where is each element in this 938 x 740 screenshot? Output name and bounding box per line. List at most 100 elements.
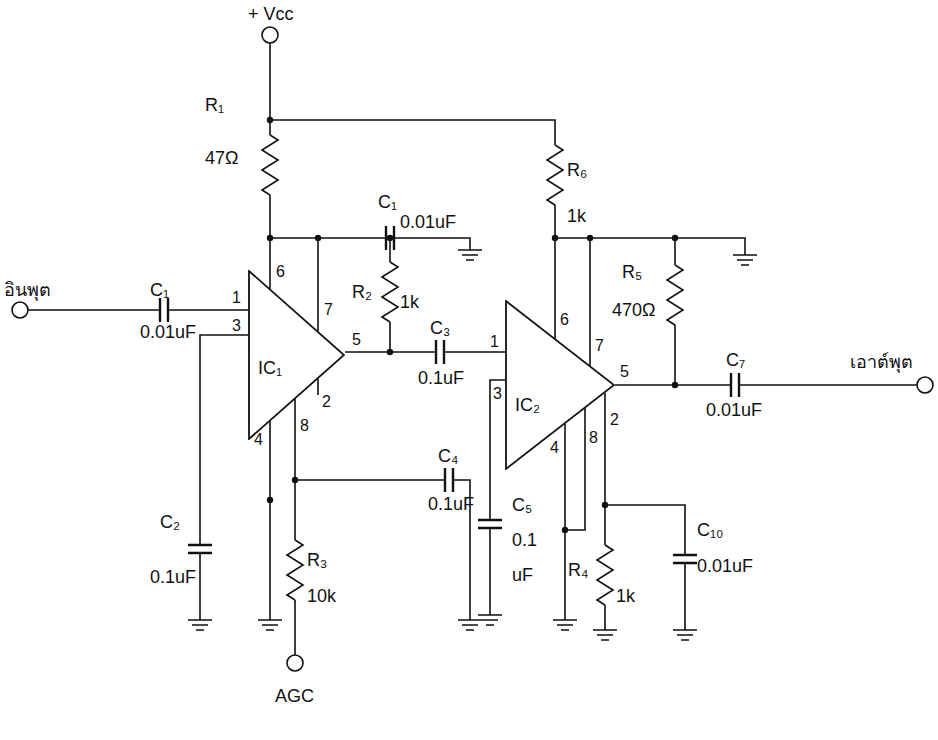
- capacitor-symbol: [478, 520, 502, 528]
- component-label: 0.01uF: [140, 322, 196, 342]
- ground-symbol: [553, 620, 577, 630]
- component-label: C₁: [150, 280, 169, 300]
- ground-symbol: [458, 250, 482, 260]
- pin-number: 4: [254, 430, 263, 450]
- component-label: 0.1uF: [418, 368, 464, 388]
- pin-number: 3: [493, 384, 502, 404]
- component-label: R₁: [205, 95, 224, 115]
- component-label: 470Ω: [612, 300, 656, 320]
- component-label: 0.1: [512, 530, 537, 550]
- component-label: AGC: [275, 686, 314, 706]
- capacitor-symbol: [436, 340, 444, 364]
- resistor-symbol: [287, 540, 303, 600]
- component-label: C₁: [378, 192, 397, 212]
- capacitor-symbol: [731, 373, 739, 397]
- component-label: R₄: [568, 560, 588, 580]
- component-label: C₁₀: [697, 520, 724, 540]
- capacitor-symbol: [673, 555, 697, 563]
- component-label: 1k: [400, 292, 419, 312]
- pin-number: 6: [276, 262, 285, 282]
- pin-number: 7: [595, 336, 604, 356]
- ic-label: IC₁: [258, 358, 282, 378]
- component-label: R₅: [622, 262, 642, 282]
- junction-dot: [672, 382, 678, 388]
- ground-symbol: [258, 620, 282, 630]
- component-label: อินพุต: [4, 280, 51, 300]
- pin-number: 2: [610, 410, 619, 430]
- terminal-circle: [12, 302, 28, 318]
- junction-dot: [267, 235, 273, 241]
- component-label: 0.1uF: [150, 567, 196, 587]
- component-label: 0.1uF: [428, 494, 474, 514]
- triangle-outline: [248, 270, 345, 440]
- triangle-shape: [506, 301, 614, 469]
- resistor-symbol: [382, 262, 398, 322]
- junction-dot: [292, 477, 298, 483]
- junction-dot: [587, 235, 593, 241]
- ic-label: IC₂: [515, 395, 540, 415]
- component-label: uF: [512, 565, 533, 585]
- wire: [565, 393, 685, 630]
- junction-dot: [552, 235, 558, 241]
- component-label: 1k: [616, 586, 635, 606]
- component-label: เอาต์พุต: [850, 352, 913, 372]
- component-label: 0.01uF: [400, 212, 456, 232]
- pin-number: 6: [560, 310, 569, 330]
- component-label: 47Ω: [205, 148, 238, 168]
- terminal-circle: [917, 377, 933, 393]
- resistor-symbol: [547, 145, 563, 205]
- junction-dot: [267, 497, 273, 503]
- capacitor-symbol: [188, 545, 212, 553]
- pin-number: 8: [589, 428, 598, 448]
- pin-number: 5: [352, 330, 361, 350]
- capacitor-symbol: [386, 226, 394, 250]
- ground-symbol: [733, 255, 757, 265]
- ground-symbol: [478, 615, 502, 625]
- ground-symbol: [593, 630, 617, 640]
- component-label: 0.01uF: [697, 556, 753, 576]
- junction-dot: [387, 349, 393, 355]
- junction-dot: [267, 117, 273, 123]
- component-label: C₇: [726, 350, 745, 370]
- component-label: C₃: [430, 318, 450, 338]
- wire: [270, 352, 505, 655]
- pin-number: 7: [324, 300, 333, 320]
- component-label: 1k: [567, 206, 586, 226]
- junction-dot: [602, 502, 608, 508]
- triangle-shape: [249, 271, 344, 439]
- component-label: 10k: [307, 586, 336, 606]
- pin-number: 1: [490, 332, 499, 352]
- component-label: R₃: [307, 550, 327, 570]
- terminal-circle: [262, 27, 278, 43]
- component-label: + Vcc: [248, 4, 294, 24]
- pin-number: 5: [620, 362, 629, 382]
- capacitor-symbol: [445, 468, 453, 492]
- junction-dot: [387, 235, 393, 241]
- capacitor-symbol: [160, 298, 168, 322]
- resistor-symbol: [597, 545, 613, 605]
- ground-symbol: [458, 620, 482, 630]
- pin-number: 8: [300, 416, 309, 436]
- component-label: C₄: [438, 446, 458, 466]
- component-label: R₂: [352, 282, 372, 302]
- resistor-symbol: [667, 265, 683, 325]
- component-label: R₆: [567, 160, 587, 180]
- junction-dot: [562, 527, 568, 533]
- ic-amplifier: IC₁: [248, 270, 345, 440]
- terminal-circle: [287, 655, 303, 671]
- ground-symbol: [673, 630, 697, 640]
- pin-number: 1: [232, 288, 241, 308]
- pin-number: 4: [550, 438, 559, 458]
- component-label: 0.01uF: [706, 400, 762, 420]
- wire: [28, 310, 248, 620]
- junction-dot: [672, 235, 678, 241]
- resistor-symbol: [262, 135, 278, 195]
- wire: [270, 43, 555, 339]
- component-label: C₂: [160, 512, 180, 532]
- ground-symbol: [188, 620, 212, 630]
- junction-dot: [315, 235, 321, 241]
- pin-number: 2: [322, 392, 331, 412]
- pin-number: 3: [232, 316, 241, 336]
